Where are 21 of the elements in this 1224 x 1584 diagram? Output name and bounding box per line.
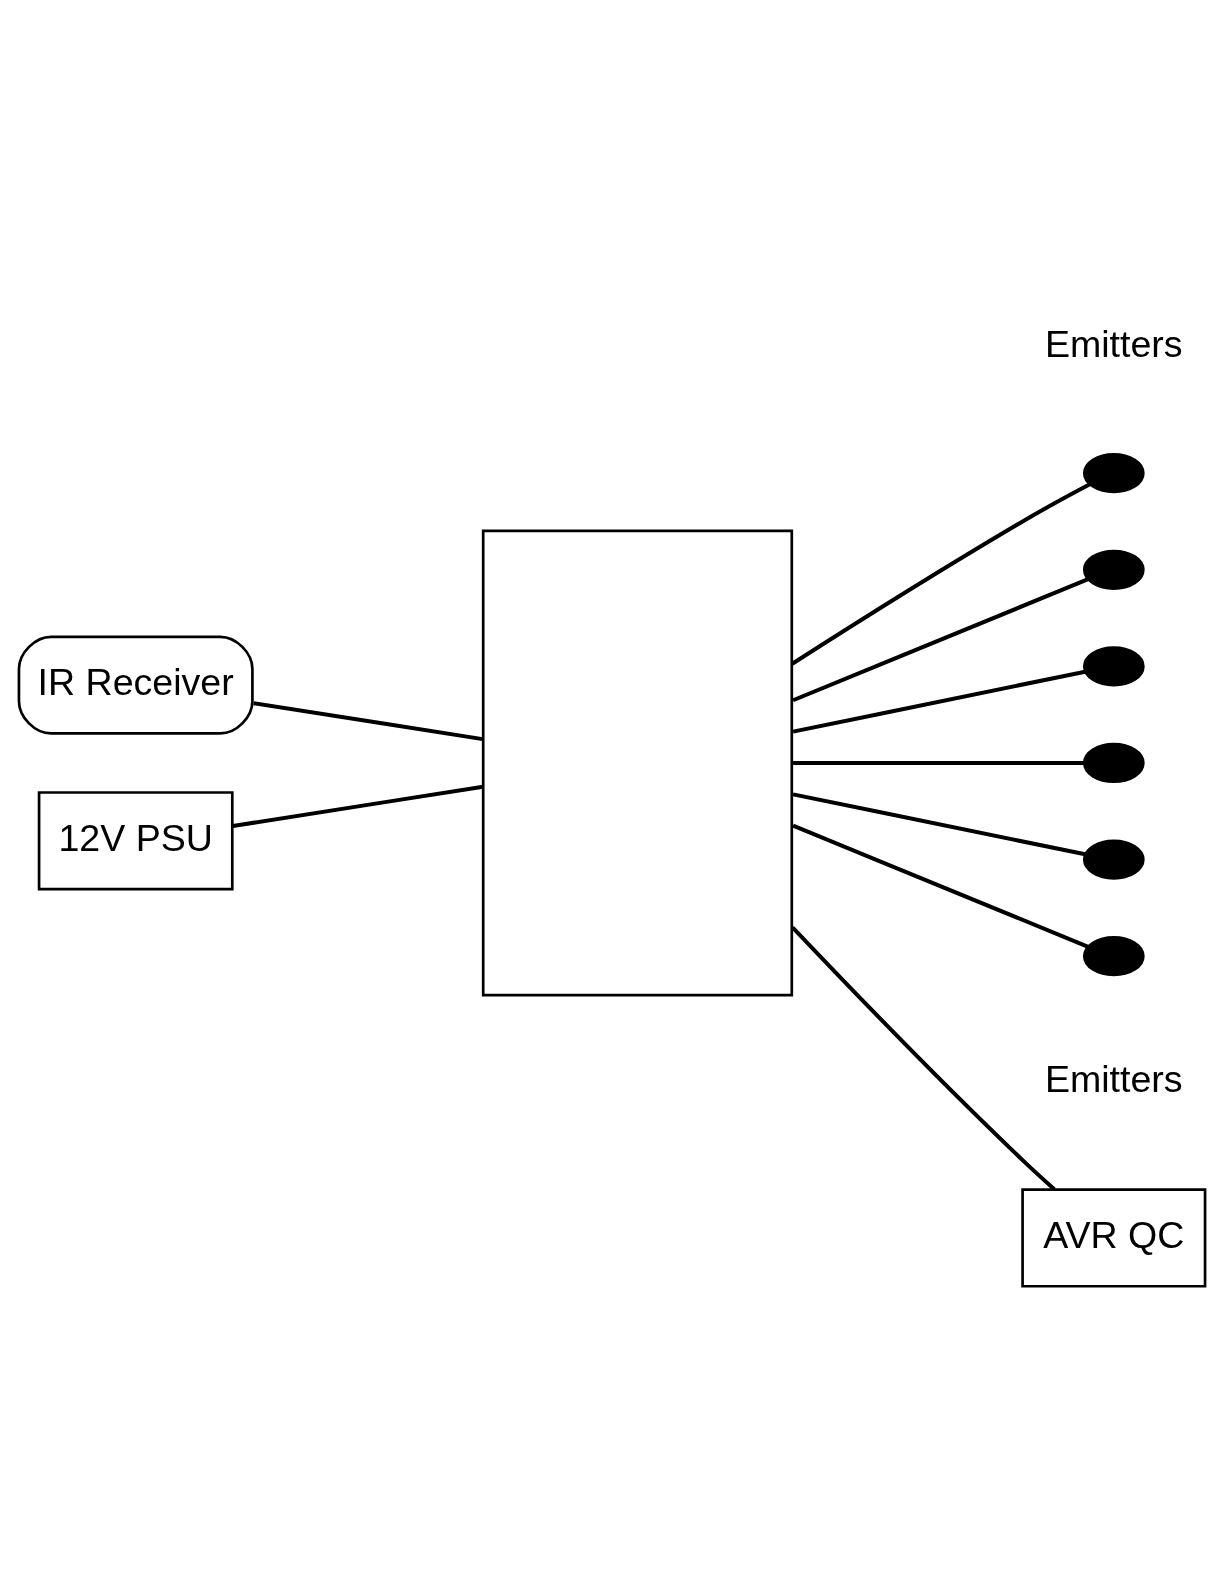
connector (793, 760, 1085, 765)
node-circle (1082, 645, 1145, 686)
node-circle (1082, 549, 1145, 590)
node-box: AVR QC (1021, 1187, 1207, 1288)
node-box (481, 529, 794, 996)
node-box: 12V PSU (37, 790, 234, 890)
connector (792, 791, 1086, 856)
label: Emitters (1044, 322, 1183, 365)
connector (792, 577, 1089, 702)
node-box: IR Receiver (17, 635, 254, 735)
node-circle (1082, 742, 1145, 783)
node-circle (1082, 838, 1145, 880)
connector (232, 784, 484, 828)
connector (791, 925, 1056, 1191)
node-circle (1082, 935, 1145, 976)
connector (792, 669, 1086, 734)
connector (253, 700, 483, 741)
node-circle (1082, 452, 1145, 493)
connector (791, 482, 1091, 665)
label: Emitters (1044, 1057, 1183, 1100)
connector (792, 823, 1089, 948)
